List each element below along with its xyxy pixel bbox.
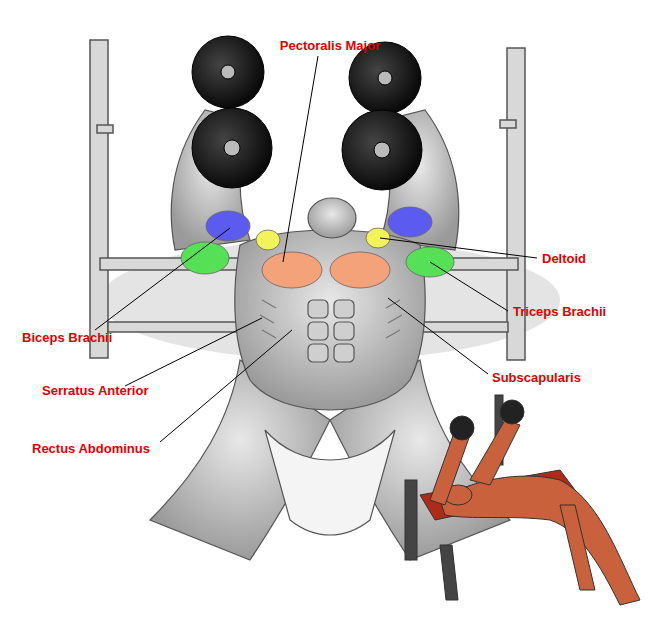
muscle-label: Subscapularis <box>492 370 581 385</box>
muscle-label: Deltoid <box>542 251 586 266</box>
muscle-label: Pectoralis Major <box>280 38 380 53</box>
leader-lines <box>95 56 537 442</box>
muscle-label: Rectus Abdominus <box>32 441 150 456</box>
muscle-label: Triceps Brachii <box>513 304 606 319</box>
muscle-label: Biceps Brachii <box>22 330 112 345</box>
bench-frame <box>90 40 525 360</box>
muscle-label: Serratus Anterior <box>42 383 148 398</box>
highlighted-muscles <box>181 207 454 288</box>
small-bench-figure <box>405 395 640 605</box>
dumbbells <box>192 36 422 190</box>
